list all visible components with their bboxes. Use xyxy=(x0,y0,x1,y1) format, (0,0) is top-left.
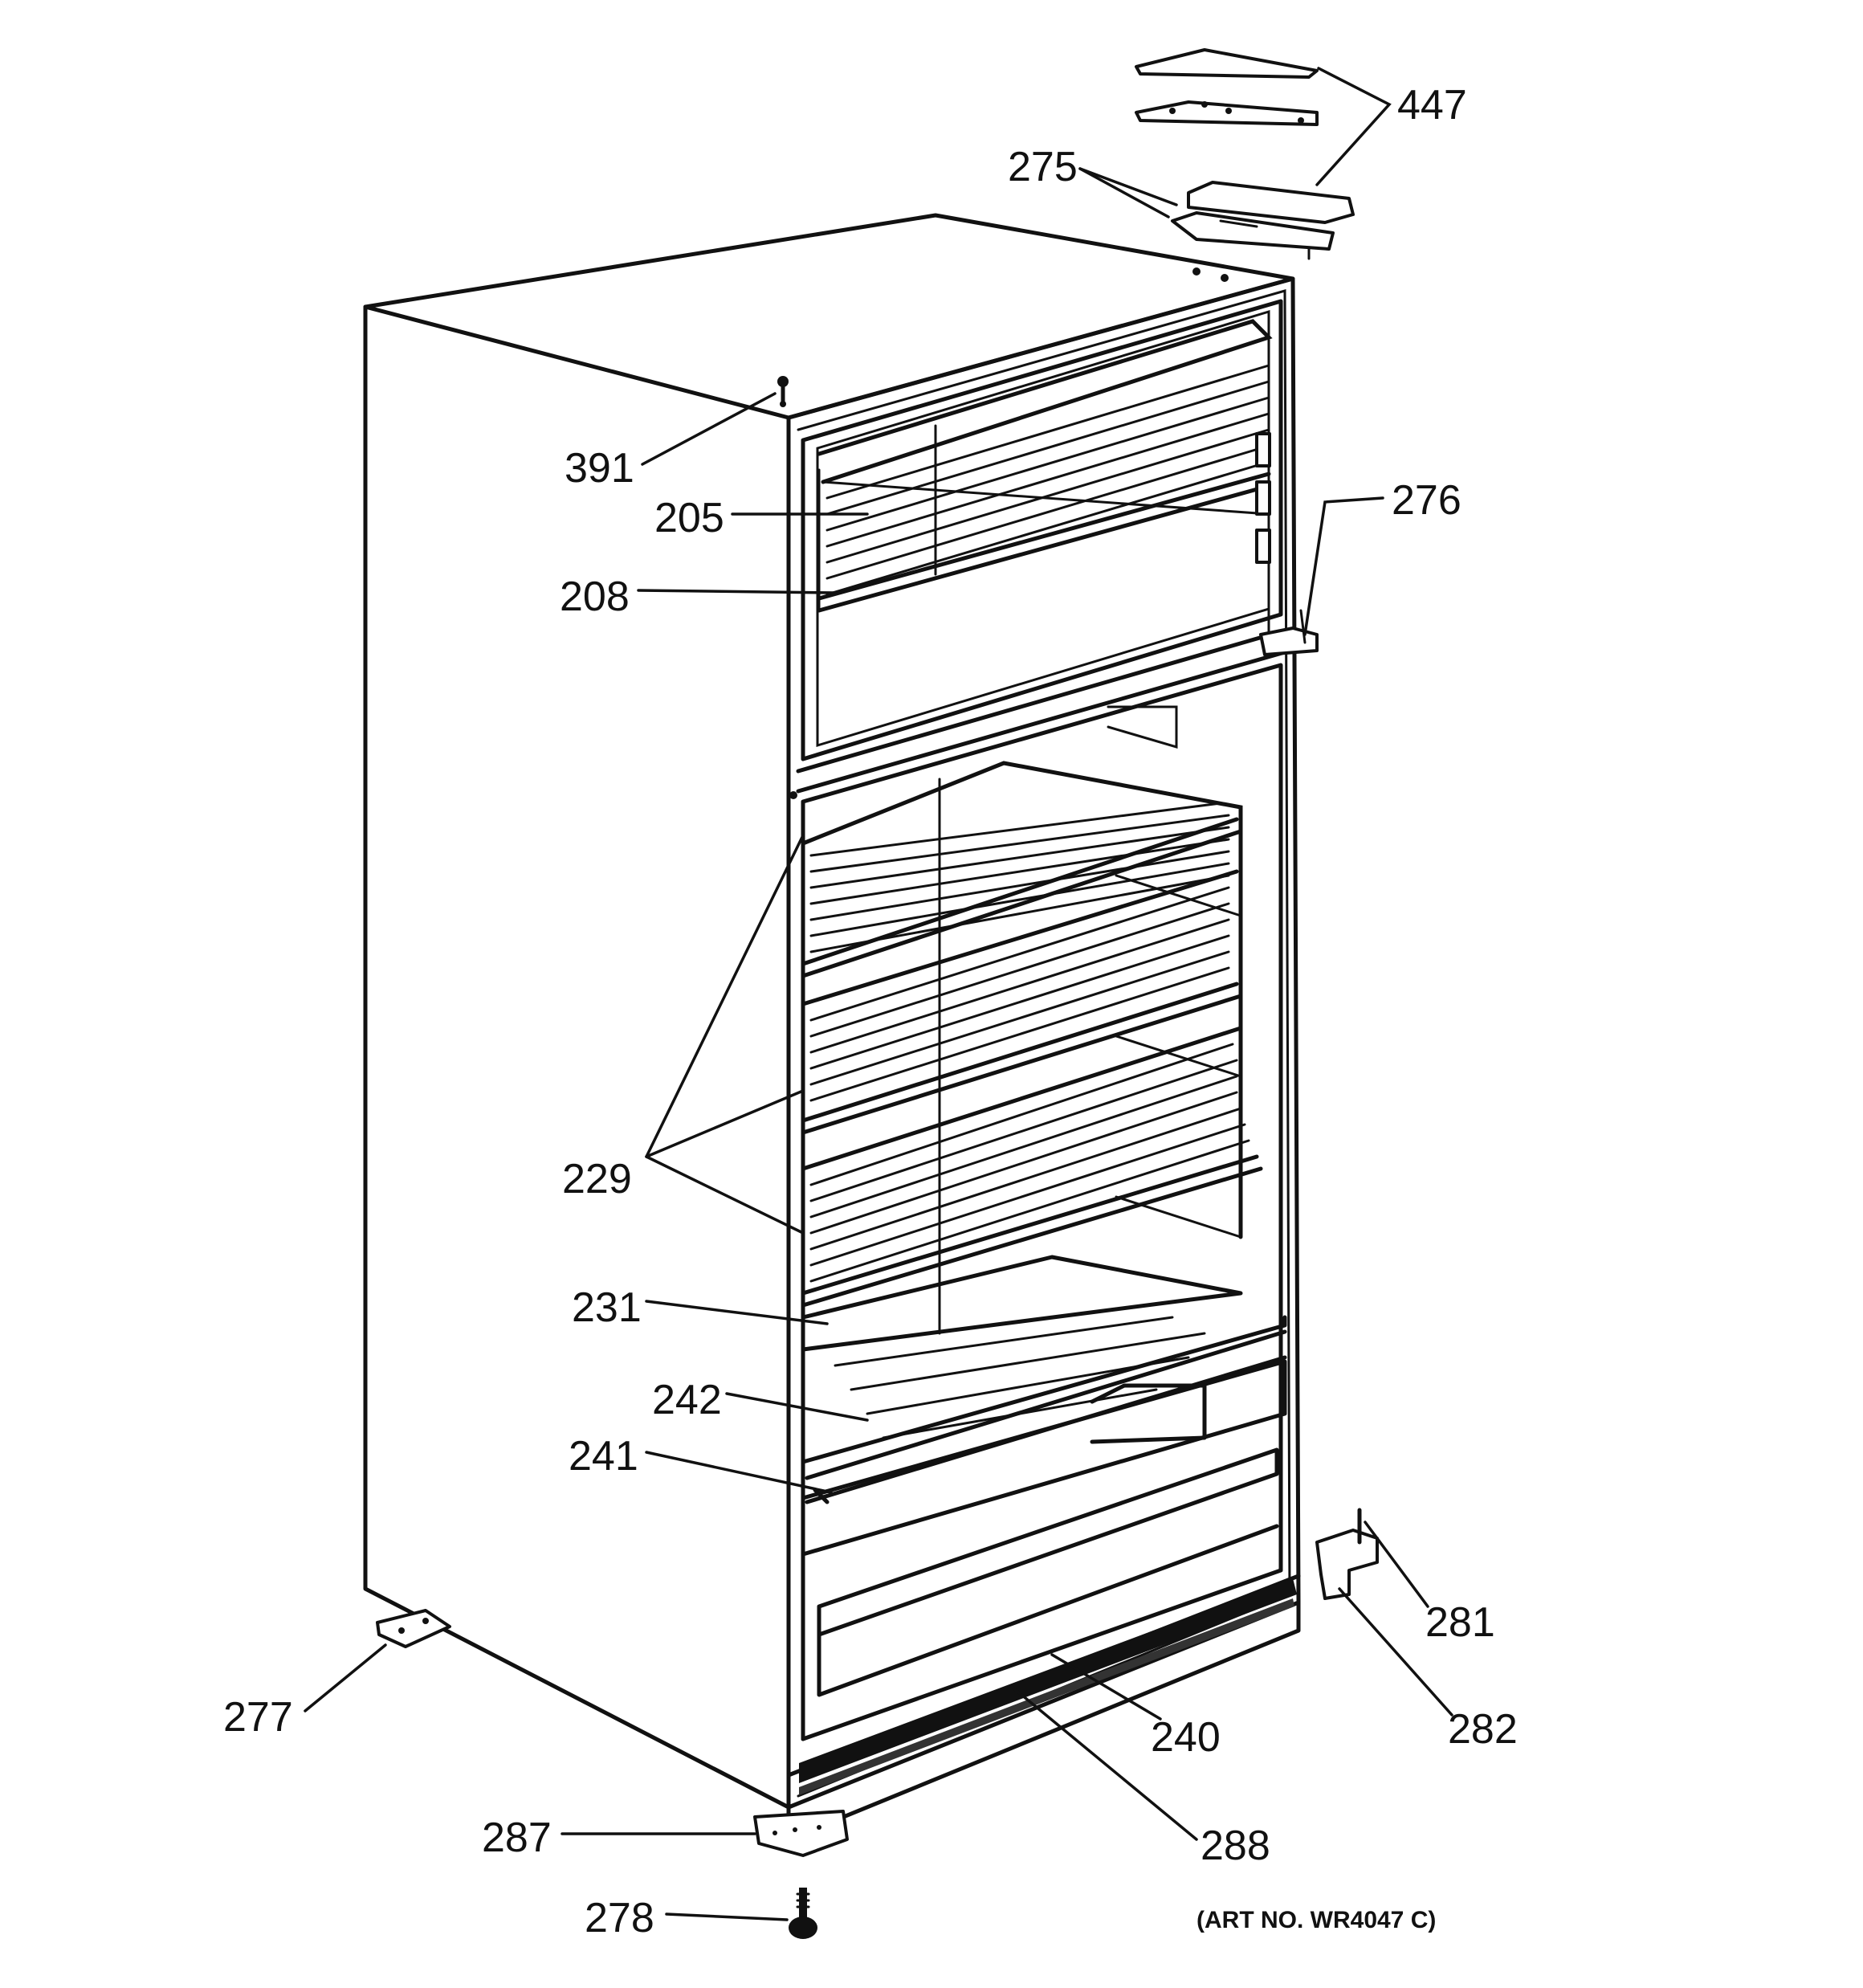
label-240: 240 xyxy=(1151,1714,1221,1761)
label-281: 281 xyxy=(1425,1599,1495,1646)
freezer-shelf xyxy=(817,319,1273,749)
hinge-parts-top xyxy=(1135,48,1355,260)
label-231: 231 xyxy=(572,1284,642,1331)
label-447: 447 xyxy=(1397,82,1467,129)
label-208: 208 xyxy=(560,574,630,620)
label-288: 288 xyxy=(1201,1823,1270,1869)
bottom-hinge xyxy=(1315,1508,1379,1600)
label-282: 282 xyxy=(1448,1706,1518,1753)
fresh-food-shelf-1 xyxy=(801,761,1243,1335)
rear-leveling-leg xyxy=(376,1609,451,1648)
label-391: 391 xyxy=(565,445,634,492)
crisper-cover xyxy=(801,1255,1287,1504)
part-labels: 447 275 391 205 208 276 229 231 242 241 … xyxy=(223,82,1518,1941)
art-number: (ART NO. WR4047 C) xyxy=(1196,1907,1436,1933)
center-hinge xyxy=(1259,609,1319,656)
grille xyxy=(799,1578,1297,1795)
label-277: 277 xyxy=(223,1694,293,1741)
label-205: 205 xyxy=(654,495,724,541)
leveling-screw xyxy=(789,1888,817,1939)
cabinet xyxy=(363,213,1301,1842)
label-242: 242 xyxy=(652,1377,722,1423)
label-287: 287 xyxy=(482,1815,552,1861)
front-leg-bracket xyxy=(753,1810,849,1857)
label-276: 276 xyxy=(1392,477,1461,524)
label-229: 229 xyxy=(562,1156,632,1202)
screw xyxy=(777,376,789,407)
crisper-drawer xyxy=(801,1359,1287,1741)
fresh-food-shelf-2 xyxy=(801,869,1243,1135)
fresh-food-shelf-3 xyxy=(801,1026,1263,1308)
label-275: 275 xyxy=(1008,144,1078,190)
label-241: 241 xyxy=(569,1433,638,1480)
leader-lines xyxy=(304,67,1453,1921)
label-278: 278 xyxy=(585,1895,654,1941)
